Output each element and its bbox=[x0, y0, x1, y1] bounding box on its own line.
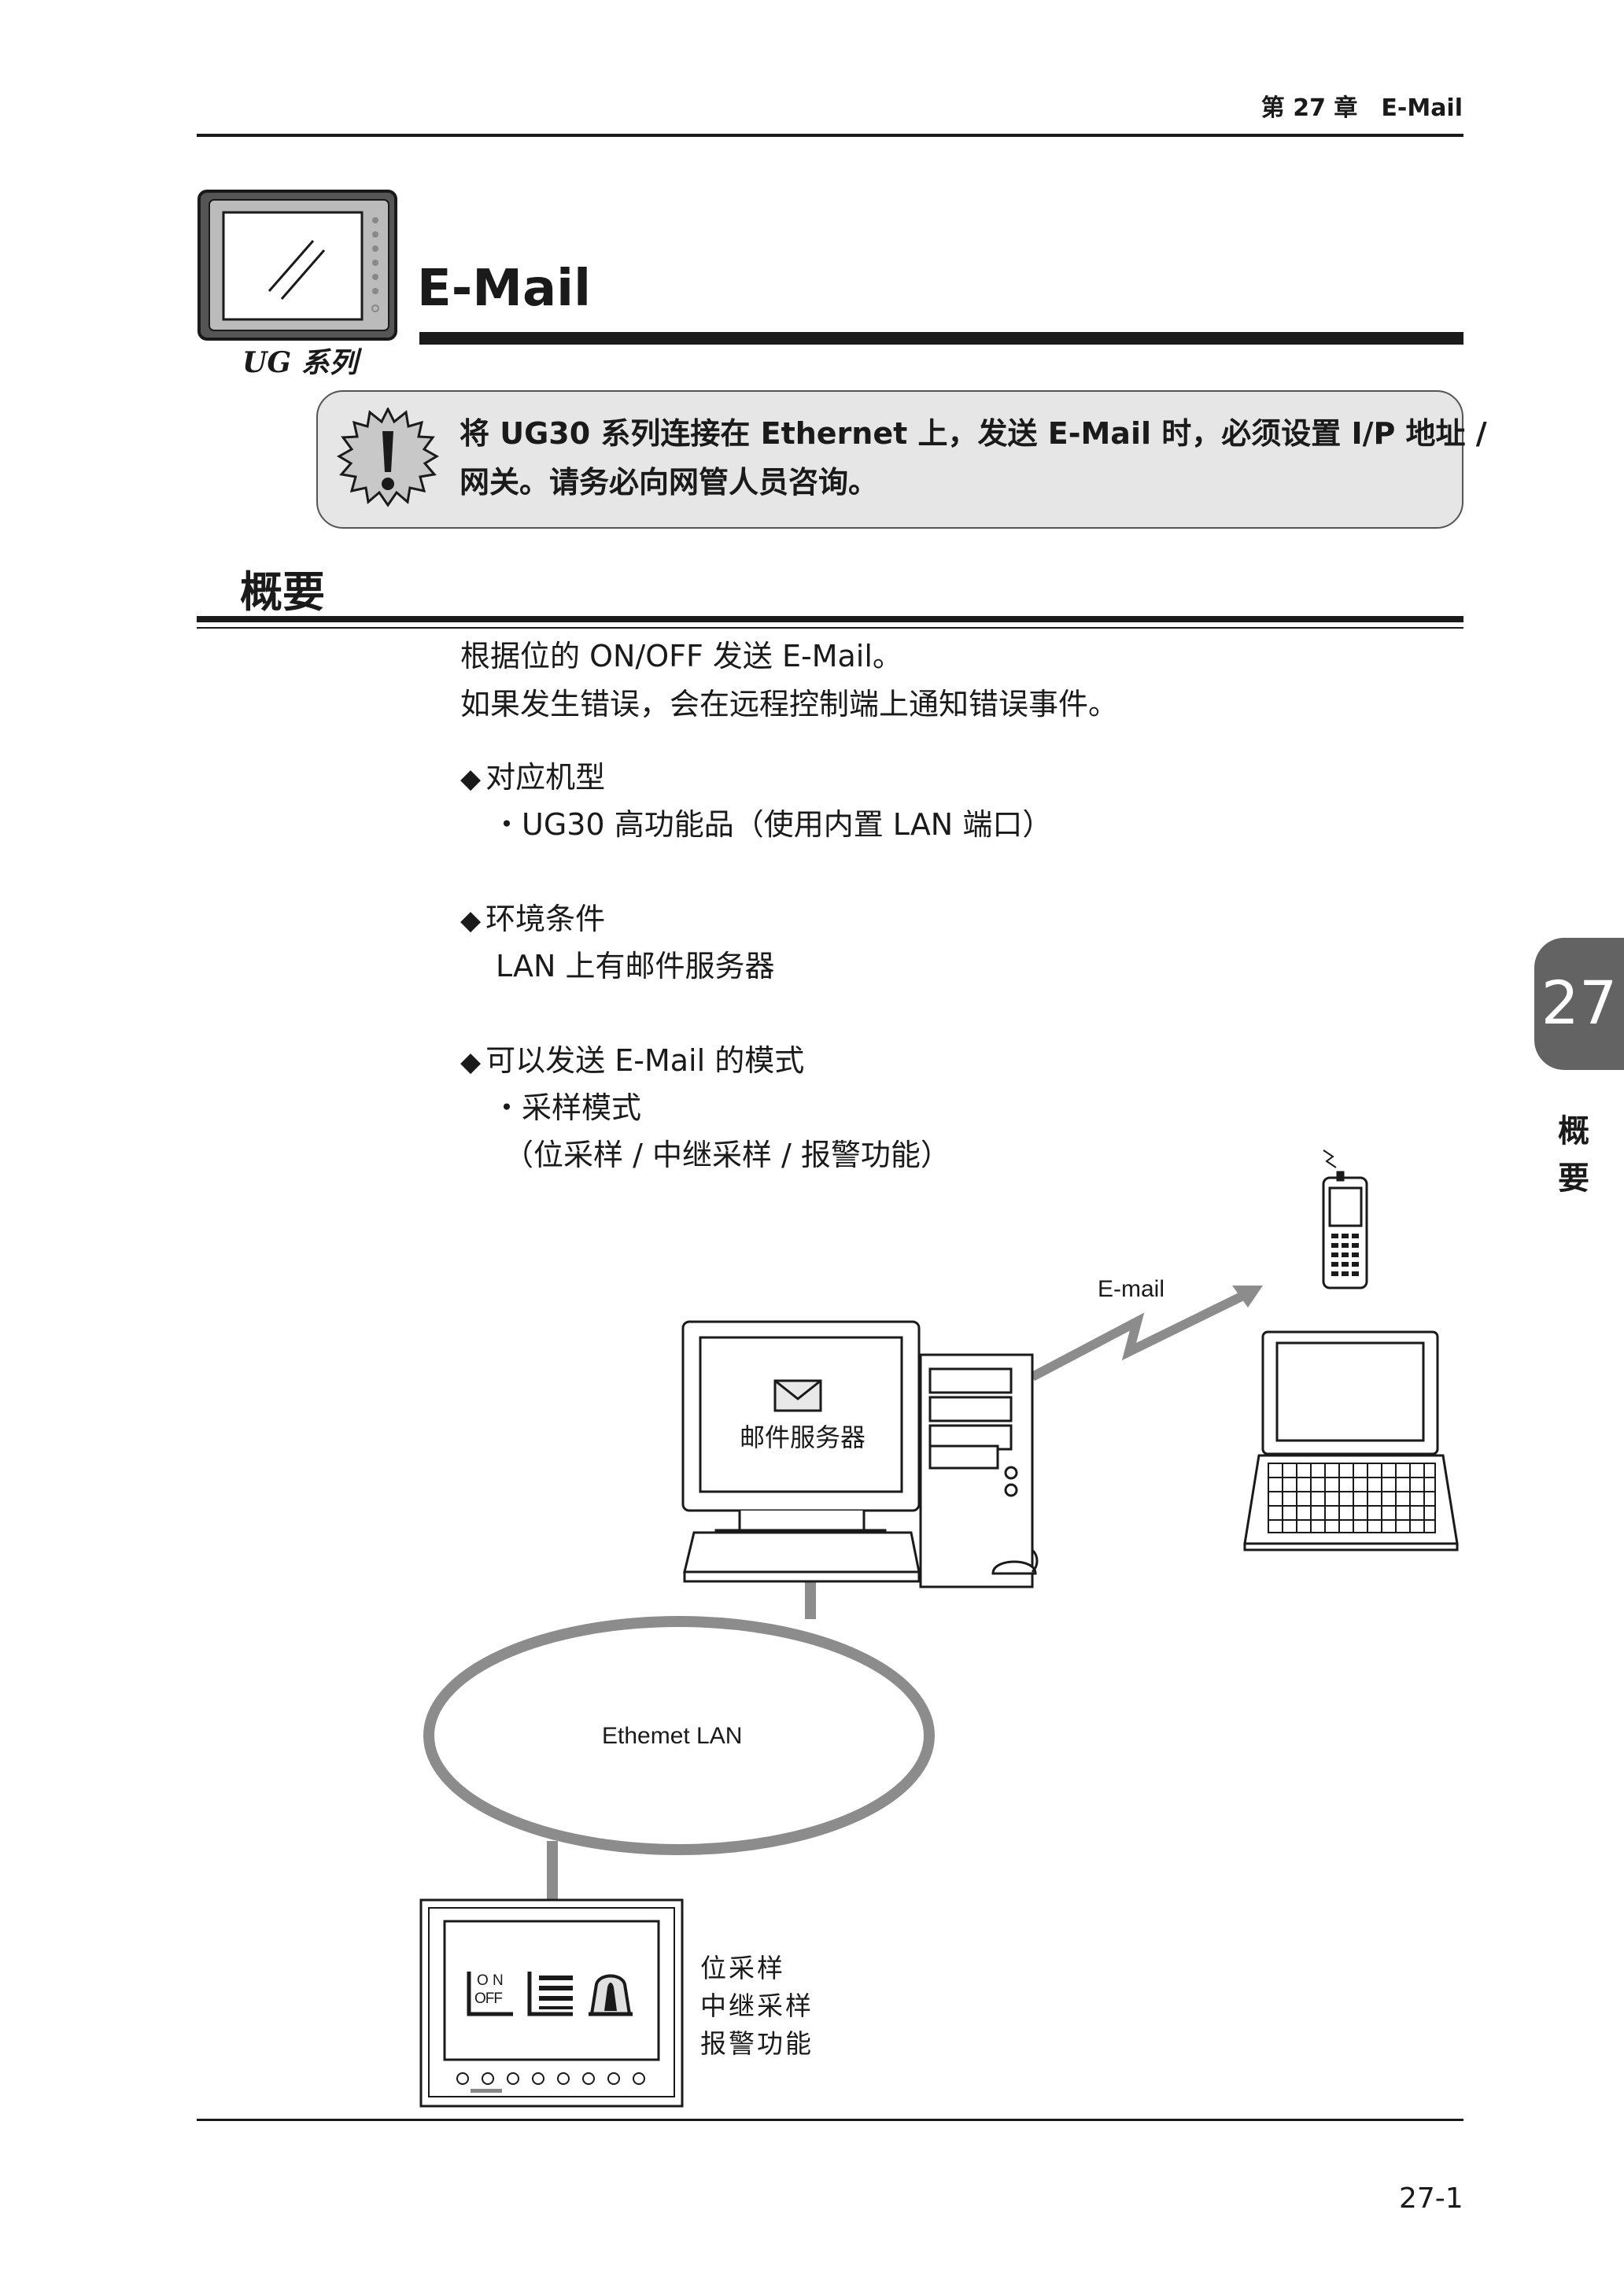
mouse-icon bbox=[991, 1548, 1039, 1575]
email-label: E-mail bbox=[1098, 1276, 1165, 1302]
item-environment-line: LAN 上有邮件服务器 bbox=[496, 949, 775, 983]
footer-rule bbox=[197, 2119, 1463, 2121]
chapter-tab bbox=[1534, 938, 1624, 1070]
item-modes-line-1: ・采样模式 bbox=[492, 1090, 642, 1125]
section-rule-thin bbox=[197, 627, 1463, 629]
mobile-phone-icon bbox=[1322, 1149, 1368, 1289]
ug-panel-icon bbox=[197, 190, 397, 341]
envelope-icon bbox=[773, 1379, 822, 1412]
panel-on-label: O N bbox=[477, 1972, 504, 1989]
warning-line-2: 网关。请务必向网管人员咨询。 bbox=[460, 465, 879, 500]
panel-off-label: OFF bbox=[474, 1990, 503, 2007]
diamond-bullet-icon: ◆ bbox=[460, 905, 482, 936]
warning-box bbox=[316, 390, 1463, 529]
ug-panel-device-icon bbox=[419, 1898, 684, 2108]
alarm-bell-icon bbox=[589, 1974, 633, 2016]
chapter-tab-label: 概 要 bbox=[1558, 1113, 1589, 1197]
page-number: 27-1 bbox=[1399, 2182, 1463, 2215]
series-label: UG 系列 bbox=[242, 346, 358, 379]
server-label: 邮件服务器 bbox=[740, 1422, 866, 1452]
lan-label: Ethemet LAN bbox=[602, 1723, 743, 1749]
warning-text: 将 UG30 系列连接在 Ethernet 上，发送 E-Mail 时，必须设置… bbox=[460, 409, 1487, 507]
item-heading-modes: ◆可以发送 E-Mail 的模式 bbox=[460, 1043, 805, 1078]
diamond-bullet-icon: ◆ bbox=[460, 1046, 482, 1078]
item-modes-line-2: （位采样 / 中继采样 / 报警功能） bbox=[504, 1138, 950, 1172]
header-chapter: 第 27 章 bbox=[1260, 94, 1358, 122]
intro-line-1: 根据位的 ON/OFF 发送 E-Mail。 bbox=[460, 639, 902, 673]
diamond-bullet-icon: ◆ bbox=[460, 763, 482, 795]
page-title: E-Mail bbox=[417, 260, 592, 318]
header-chapter-title: E-Mail bbox=[1381, 94, 1463, 122]
email-arrow-icon bbox=[1030, 1287, 1253, 1382]
item-models-line: ・UG30 高功能品（使用内置 LAN 端口） bbox=[492, 807, 1053, 842]
running-header: 第 27 章 E-Mail bbox=[1261, 88, 1463, 123]
item-heading-models: ◆对应机型 bbox=[460, 760, 606, 795]
exclamation-seal-icon bbox=[337, 408, 439, 507]
feature-relay-sampling: 中继采样 bbox=[700, 1990, 814, 2021]
warning-line-1: 将 UG30 系列连接在 Ethernet 上，发送 E-Mail 时，必须设置… bbox=[460, 416, 1487, 451]
keyboard-icon bbox=[683, 1531, 921, 1583]
section-title: 概要 bbox=[240, 567, 325, 617]
feature-alarm: 报警功能 bbox=[700, 2028, 814, 2059]
section-rule bbox=[197, 616, 1463, 622]
panel-features: 位采样 中继采样 报警功能 bbox=[700, 1950, 814, 2063]
list-icon bbox=[527, 1972, 573, 2016]
header-rule bbox=[197, 134, 1463, 137]
laptop-keyboard-grid bbox=[1268, 1463, 1436, 1533]
item-heading-environment: ◆环境条件 bbox=[460, 902, 606, 936]
email-arrowhead-icon bbox=[1232, 1286, 1263, 1308]
laptop-icon bbox=[1243, 1330, 1459, 1551]
title-rule bbox=[419, 332, 1463, 345]
feature-bit-sampling: 位采样 bbox=[700, 1953, 785, 1983]
server-tower-icon bbox=[919, 1353, 1034, 1588]
chapter-tab-number: 27 bbox=[1541, 968, 1618, 1038]
intro-line-2: 如果发生错误，会在远程控制端上通知错误事件。 bbox=[460, 687, 1119, 721]
